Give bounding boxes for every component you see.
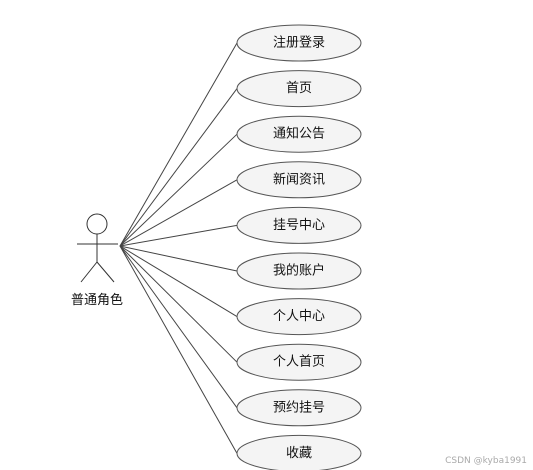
use-case: 通知公告 [236, 115, 362, 153]
use-case: 个人首页 [236, 343, 362, 381]
actor-right-leg [96, 261, 115, 283]
use-case-ellipse [236, 389, 362, 427]
association-line [119, 245, 238, 363]
use-case-ellipse [236, 434, 362, 470]
use-case: 个人中心 [236, 298, 362, 336]
use-case: 首页 [236, 70, 362, 108]
association-line [119, 245, 238, 272]
use-case-ellipse [236, 115, 362, 153]
association-line [119, 42, 238, 247]
use-case-label: 个人中心 [273, 309, 325, 324]
use-case-ellipse [236, 206, 362, 244]
actor-head [86, 213, 108, 235]
association-line [119, 245, 238, 409]
association-line [119, 224, 238, 247]
use-case: 注册登录 [236, 24, 362, 62]
use-case-label: 首页 [286, 81, 312, 96]
use-case: 新闻资讯 [236, 161, 362, 199]
association-line [119, 245, 238, 454]
use-case-ellipse [236, 70, 362, 108]
association-line [119, 245, 238, 318]
use-case: 收藏 [236, 434, 362, 470]
use-case-label: 通知公告 [273, 126, 325, 142]
association-line [119, 88, 238, 247]
use-case-label: 注册登录 [273, 36, 325, 51]
use-case-ellipse [236, 252, 362, 290]
use-case-label: 收藏 [286, 446, 312, 461]
actor-figure: 普通角色 [71, 213, 123, 308]
use-case-ellipse [236, 24, 362, 62]
use-case-label: 新闻资讯 [273, 171, 325, 187]
association-line [119, 133, 238, 247]
use-case-label: 我的账户 [273, 263, 325, 279]
association-lines [119, 42, 238, 454]
use-case: 挂号中心 [236, 206, 362, 244]
use-case: 预约挂号 [236, 389, 362, 427]
association-line [119, 179, 238, 247]
use-case-label: 预约挂号 [273, 400, 325, 415]
watermark: CSDN @kyba1991 [445, 456, 527, 466]
use-case-ellipse [236, 161, 362, 199]
actor-name: 普通角色 [71, 292, 123, 308]
use-case-label: 个人首页 [273, 355, 325, 370]
actor-left-leg [80, 261, 98, 283]
use-case-label: 挂号中心 [273, 218, 325, 233]
use-case: 我的账户 [236, 252, 362, 290]
use-case-ellipse [236, 298, 362, 336]
use-case-ellipse [236, 343, 362, 381]
